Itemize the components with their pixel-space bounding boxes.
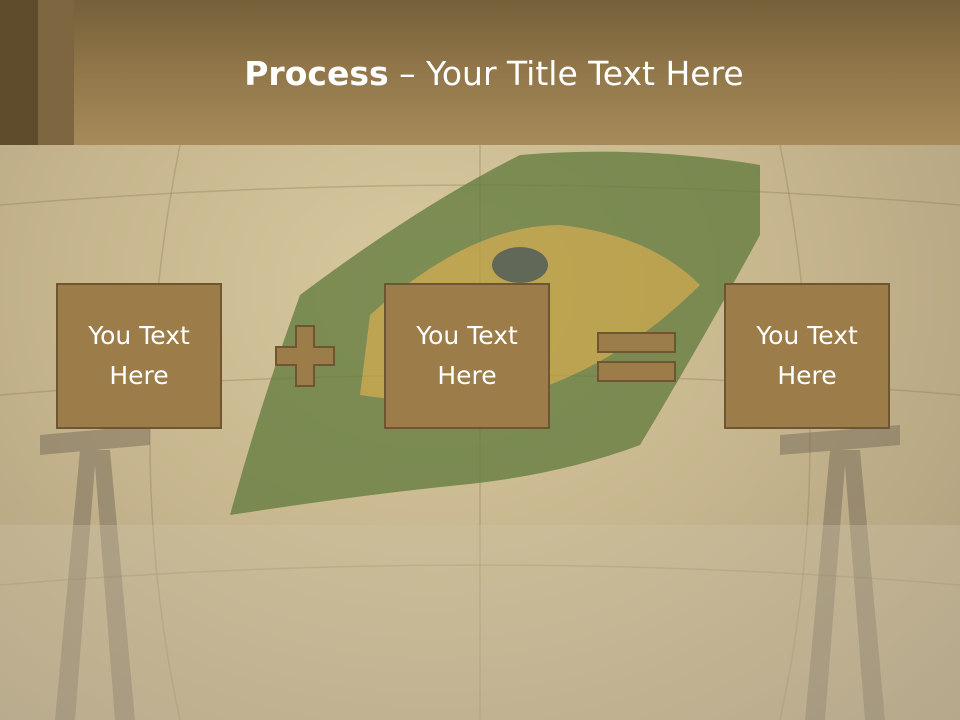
equals-icon [597,332,676,382]
plus-icon [275,325,335,387]
process-box-1[interactable]: You Text Here [56,283,222,429]
accent-bar [38,0,74,145]
process-box-label: You Text Here [88,321,190,390]
title-bar: Process – Your Title Text Here [0,0,960,145]
process-box-2[interactable]: You Text Here [384,283,550,429]
slide-title[interactable]: Process – Your Title Text Here [74,52,914,96]
process-box-label: You Text Here [416,321,518,390]
accent-bar [0,0,38,145]
background-map-image [0,145,960,720]
title-dash: – [388,54,427,93]
process-box-label: You Text Here [756,321,858,390]
title-bold: Process [244,54,389,93]
process-box-3[interactable]: You Text Here [724,283,890,429]
title-text: Your Title Text Here [426,54,744,93]
pump-silhouette [40,425,900,720]
